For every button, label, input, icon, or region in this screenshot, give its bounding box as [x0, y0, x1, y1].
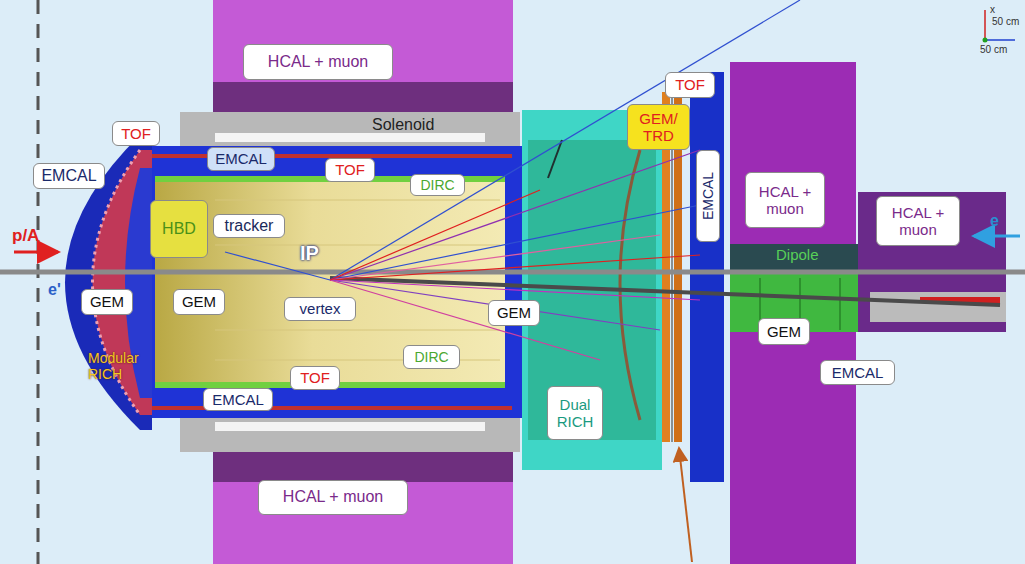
- emcal-box: EMCAL: [820, 360, 895, 385]
- rich-label: Modular RICH: [88, 350, 150, 382]
- part-label: GEM: [90, 293, 124, 310]
- ip-label: IP: [300, 242, 319, 265]
- part-label: tracker: [225, 217, 274, 235]
- hcal-muon-box: HCAL + muon: [243, 44, 393, 80]
- part-label: EMCAL: [832, 364, 884, 381]
- emcal-box: EMCAL: [696, 150, 720, 242]
- part-label: EMCAL: [212, 391, 264, 408]
- part-label: DIRC: [420, 177, 454, 193]
- scale-label: 50 cm: [992, 16, 1019, 28]
- part-label: TOF: [675, 76, 705, 93]
- part-label: HBD: [162, 220, 196, 238]
- part-label: GEM: [497, 304, 531, 321]
- emcal-box: EMCAL: [207, 147, 275, 170]
- part-label: HCAL + muon: [283, 488, 383, 506]
- part-label: HCAL + muon: [751, 183, 819, 218]
- emcal-box: EMCAL: [203, 388, 273, 411]
- beam-label: e: [990, 212, 999, 230]
- part-label: DIRC: [414, 349, 448, 365]
- dirc-box: DIRC: [410, 174, 465, 196]
- part-label: GEM: [182, 293, 216, 310]
- hcal-muon-box: HCAL + muon: [876, 196, 960, 246]
- part-label: TOF: [335, 161, 365, 178]
- part-label: EMCAL: [41, 167, 96, 185]
- tof-box: TOF: [112, 121, 160, 146]
- gem-box: GEM: [173, 289, 225, 315]
- scale-label: x: [990, 4, 995, 16]
- dirc-box: DIRC: [403, 345, 460, 369]
- tof-box: TOF: [665, 72, 715, 98]
- gem-box: GEM: [488, 300, 540, 326]
- gem-box: GEM: [758, 318, 810, 345]
- part-label: TOF: [121, 125, 151, 142]
- hcal-muon-box: HCAL + muon: [745, 172, 825, 228]
- part-label: GEM: [767, 323, 801, 340]
- part-label: Dual RICH: [553, 396, 597, 431]
- hcal-muon-box: HCAL + muon: [258, 480, 408, 515]
- solenoid-label: Solenoid: [372, 116, 434, 134]
- dipole-label: Dipole: [776, 246, 819, 263]
- tracker-box: tracker: [213, 214, 285, 238]
- scale-label: 50 cm: [980, 44, 1007, 56]
- beam-label: p/A: [12, 226, 39, 246]
- part-label: TOF: [300, 369, 330, 386]
- part-label: GEM/ TRD: [633, 110, 684, 145]
- emcal-box: EMCAL: [33, 163, 105, 189]
- tof-box: TOF: [325, 158, 375, 182]
- gem-trd-box: GEM/ TRD: [627, 104, 690, 150]
- tof-box: TOF: [290, 366, 340, 390]
- hbd-box: HBD: [150, 200, 208, 258]
- part-label: EMCAL: [700, 172, 716, 220]
- part-label: EMCAL: [215, 150, 267, 167]
- part-label: HCAL + muon: [882, 204, 954, 239]
- dual-rich-box: Dual RICH: [547, 386, 603, 440]
- part-label: vertex: [300, 300, 341, 317]
- gem-box: GEM: [81, 289, 133, 315]
- electron-label: e': [48, 281, 61, 299]
- vertex-box: vertex: [284, 297, 356, 321]
- part-label: HCAL + muon: [268, 53, 368, 71]
